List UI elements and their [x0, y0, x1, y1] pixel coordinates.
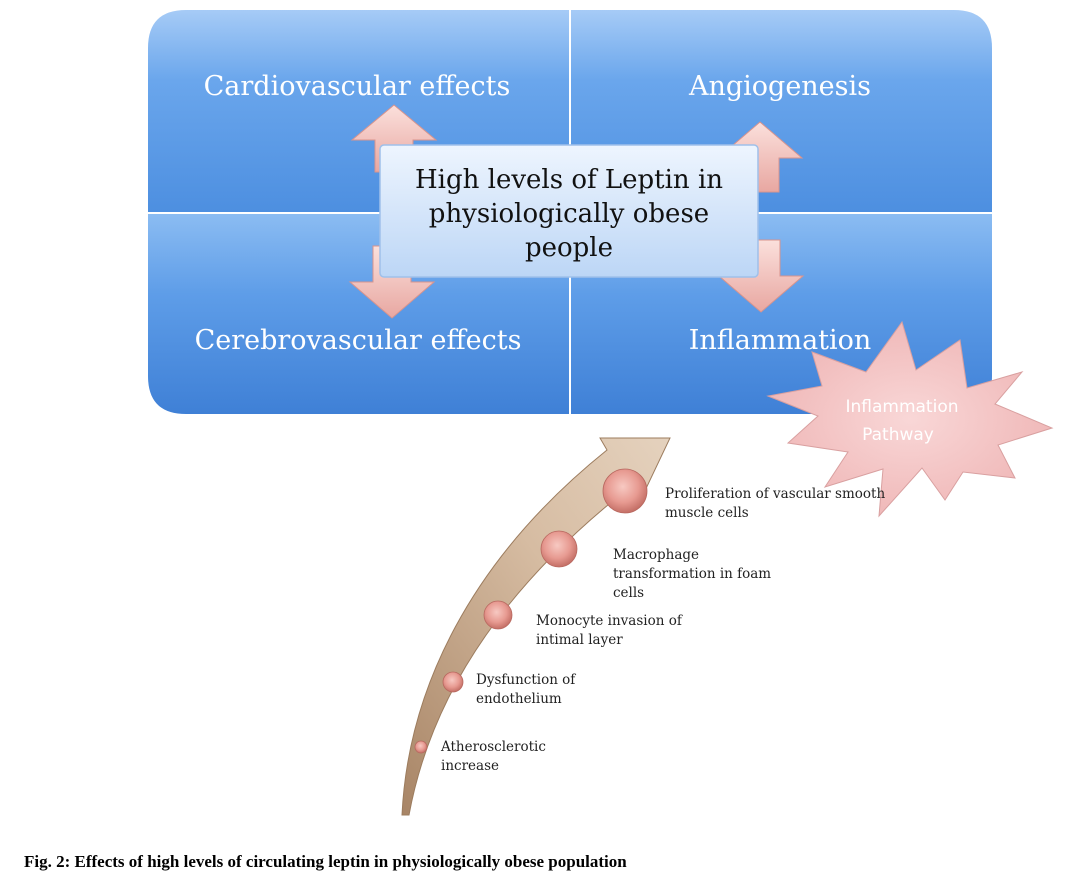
inflammation-starburst: [766, 320, 1054, 518]
pathway-steps: [414, 468, 648, 754]
step-label-4-line-1: Macrophage: [613, 547, 699, 563]
quadrant-label-top-right: Angiogenesis: [688, 71, 871, 102]
center-text-line-2: physiologically obese: [429, 199, 709, 229]
step-label-3-line-2: intimal layer: [536, 632, 623, 648]
center-text-line-1: High levels of Leptin in: [415, 165, 723, 195]
starburst-text-line-1: Inflammation: [845, 397, 958, 417]
step-label-2-line-1: Dysfunction of: [476, 672, 576, 688]
step-ball-5: [602, 468, 648, 514]
starburst-text-line-2: Pathway: [862, 425, 934, 445]
step-label-4-line-2: transformation in foam: [613, 566, 771, 582]
quadrant-label-top-left: Cardiovascular effects: [204, 71, 511, 102]
quadrant-label-bottom-right: Inflammation: [689, 325, 872, 356]
step-label-3-line-1: Monocyte invasion of: [536, 613, 683, 629]
center-box: [379, 144, 759, 278]
step-label-5-line-1: Proliferation of vascular smooth: [665, 486, 885, 502]
center-text-line-3: people: [525, 233, 613, 263]
step-ball-4: [540, 530, 578, 568]
step-ball-1: [414, 740, 428, 754]
step-ball-2: [442, 671, 464, 693]
figure-caption: Fig. 2: Effects of high levels of circul…: [24, 852, 627, 871]
quadrant-label-bottom-left: Cerebrovascular effects: [195, 325, 522, 356]
step-label-5-line-2: muscle cells: [665, 505, 749, 521]
step-label-2-line-2: endothelium: [476, 691, 562, 707]
pathway-curve-arrow: [401, 437, 671, 816]
step-label-1-line-1: Atherosclerotic: [440, 739, 546, 755]
step-label-4-line-3: cells: [613, 585, 644, 601]
step-label-1-line-2: increase: [441, 758, 499, 774]
step-ball-3: [483, 600, 513, 630]
